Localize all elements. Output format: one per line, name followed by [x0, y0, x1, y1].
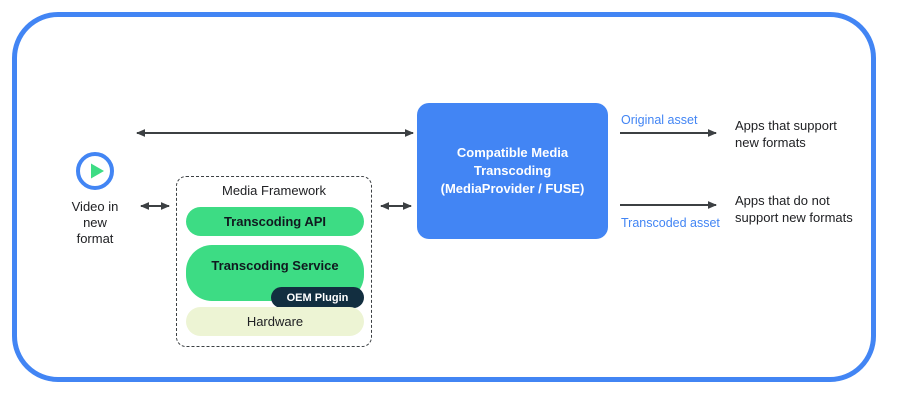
video-to-framework-arrow [140, 202, 170, 210]
apps-supporting-formats-label: Apps that support new formats [735, 118, 837, 150]
cmt-to-supporting-apps-arrow [620, 129, 717, 137]
transcoded-asset-label: Transcoded asset [621, 216, 720, 230]
compatible-media-transcoding-box[interactable]: Compatible Media Transcoding (MediaProvi… [417, 103, 608, 239]
video-to-cmt-arrow [136, 129, 414, 137]
outer-frame-border [12, 12, 876, 382]
cmt-to-nonsupporting-apps-arrow [620, 201, 717, 209]
oem-plugin-badge[interactable]: OEM Plugin [271, 287, 364, 308]
apps-not-supporting-formats-label: Apps that do not support new formats [735, 193, 853, 225]
framework-to-cmt-arrow [380, 202, 412, 210]
original-asset-label: Original asset [621, 113, 698, 127]
video-source-group: Video in new format [50, 150, 140, 247]
play-circle-icon [74, 150, 116, 192]
transcoding-api-box[interactable]: Transcoding API [186, 207, 364, 236]
media-framework-container: Media Framework Transcoding API Transcod… [176, 176, 372, 347]
video-source-label: Video in new format [71, 199, 119, 246]
media-framework-title: Media Framework [221, 183, 327, 198]
hardware-box[interactable]: Hardware [186, 307, 364, 336]
